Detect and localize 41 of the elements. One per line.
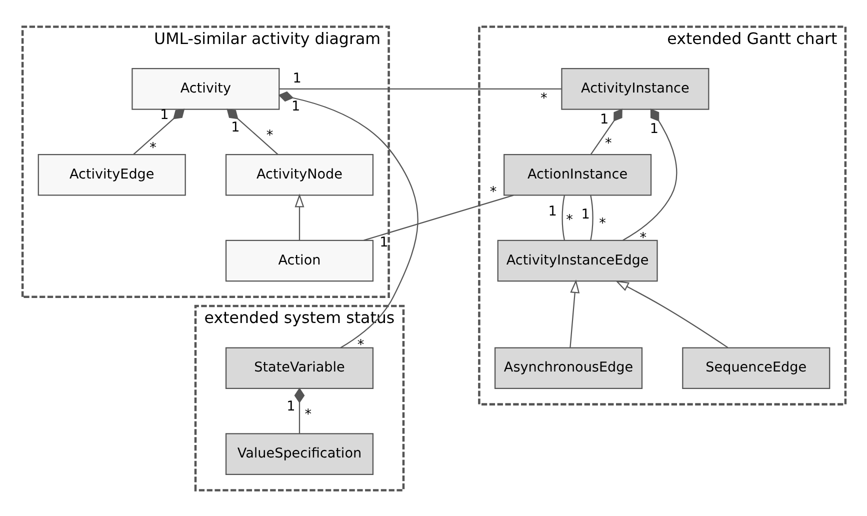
label: *: [598, 214, 606, 231]
connector: [622, 108, 677, 240]
node-box: Activity: [131, 68, 280, 110]
node-box: Action: [224, 239, 374, 282]
node-box: ActionInstance: [503, 153, 652, 196]
label: *: [566, 212, 572, 228]
node-box: ActivityInstance: [560, 68, 709, 110]
connector: [294, 387, 304, 434]
node-box: SequenceEdge: [682, 346, 830, 389]
label: *: [304, 406, 311, 422]
label: 1: [599, 110, 608, 127]
connector: [132, 108, 184, 154]
connector: [279, 88, 562, 90]
node-box: AsynchronousEdge: [494, 346, 642, 389]
connector: [278, 90, 418, 348]
node-box: ValueSpecification: [224, 432, 374, 474]
label: 1: [290, 98, 300, 114]
connector: [561, 194, 565, 240]
label: 1: [230, 119, 240, 136]
label: 1: [548, 202, 556, 219]
label: *: [540, 90, 547, 106]
arrow: [569, 278, 580, 348]
connector: [363, 194, 514, 240]
arrow: [614, 280, 728, 348]
connector: [590, 194, 593, 240]
label: 1: [286, 398, 295, 414]
label: 1: [292, 70, 301, 86]
arrow: [294, 193, 304, 240]
connector: [226, 108, 278, 154]
label: *: [604, 135, 612, 152]
label: *: [266, 126, 273, 143]
label: 1: [649, 120, 658, 137]
label: 1: [580, 206, 590, 222]
label: 1: [379, 234, 388, 250]
node-box: ActivityInstanceEdge: [496, 239, 658, 282]
node-box: ActivityNode: [224, 153, 374, 196]
node-box: ActivityEdge: [37, 153, 186, 196]
label: *: [149, 140, 156, 156]
label: *: [489, 183, 496, 200]
node-box: StateVariable: [224, 346, 374, 389]
connector: [590, 108, 622, 154]
